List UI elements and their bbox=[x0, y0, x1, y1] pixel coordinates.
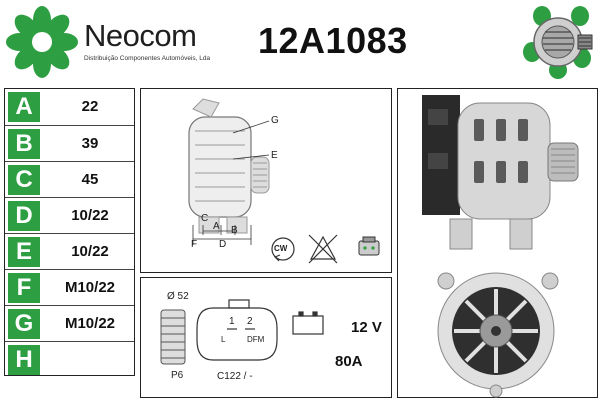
spec-letter: D bbox=[8, 201, 40, 231]
spec-row-f: F M10/22 bbox=[5, 269, 134, 305]
product-photos-panel bbox=[397, 88, 598, 398]
electrical-specs-panel: Ø 52 P6 1 2 L DFM C122 / - 12 V 80A bbox=[140, 277, 392, 398]
spec-row-c: C 45 bbox=[5, 161, 134, 197]
spec-row-a: A 22 bbox=[5, 89, 134, 125]
diagram-label-b: B bbox=[231, 225, 238, 236]
spec-value: M10/22 bbox=[64, 279, 116, 296]
terminal-l: L bbox=[221, 335, 226, 344]
alternator-front-photo bbox=[437, 272, 559, 398]
battery-icon bbox=[292, 311, 324, 335]
spec-row-b: B 39 bbox=[5, 125, 134, 161]
spec-table: A 22 B 39 C 45 D 10/22 E 10/22 F M10/22 … bbox=[4, 88, 135, 376]
diagram-label-d: D bbox=[219, 239, 227, 250]
connector-icon bbox=[358, 236, 380, 256]
spec-row-e: E 10/22 bbox=[5, 233, 134, 269]
spec-letter: A bbox=[8, 92, 40, 122]
spec-letter: B bbox=[8, 129, 40, 159]
rotation-label: CW bbox=[274, 244, 288, 253]
connector-pin-2: 2 bbox=[247, 316, 253, 327]
spec-letter: H bbox=[8, 345, 40, 375]
alternator-sketch bbox=[188, 98, 380, 264]
diagram-label-a: A bbox=[213, 221, 220, 232]
voltage-value: 12 V bbox=[351, 319, 382, 336]
spec-value: 45 bbox=[81, 171, 99, 188]
spec-letter: C bbox=[8, 165, 40, 195]
no-recycle-icon bbox=[308, 234, 338, 264]
part-number: 12A1083 bbox=[258, 20, 408, 61]
brand-name: Neocom bbox=[84, 18, 197, 53]
pulley-type: P6 bbox=[171, 370, 184, 381]
dimension-diagram-panel: G E C A B F D CW bbox=[140, 88, 392, 273]
spec-value: 10/22 bbox=[71, 243, 109, 260]
pulley-diameter: Ø 52 bbox=[167, 291, 189, 302]
spec-letter: G bbox=[8, 309, 40, 339]
spec-value: 39 bbox=[81, 135, 99, 152]
diagram-label-g: G bbox=[271, 115, 279, 126]
brand-tagline: Distribuição Componentes Automóveis, Lda bbox=[84, 55, 211, 62]
spec-row-g: G M10/22 bbox=[5, 305, 134, 341]
spec-value: 22 bbox=[81, 98, 99, 115]
connector-code: C122 / - bbox=[217, 371, 253, 382]
neocom-logo-icon bbox=[6, 6, 78, 78]
diagram-label-f: F bbox=[191, 239, 198, 250]
spec-value: M10/22 bbox=[64, 315, 116, 332]
cw-rotation-icon bbox=[271, 237, 295, 262]
pulley-icon bbox=[160, 309, 186, 365]
spec-row-d: D 10/22 bbox=[5, 197, 134, 233]
spec-row-h: H bbox=[5, 341, 134, 377]
spec-value: 10/22 bbox=[71, 207, 109, 224]
spec-letter: E bbox=[8, 237, 40, 267]
diagram-label-c: C bbox=[201, 213, 209, 224]
alternator-side-photo bbox=[422, 95, 579, 250]
alternator-corner-image bbox=[523, 6, 593, 79]
current-value: 80A bbox=[335, 353, 363, 370]
connector-pin-1: 1 bbox=[229, 316, 235, 327]
spec-value bbox=[45, 342, 135, 378]
terminal-dfm: DFM bbox=[247, 335, 265, 344]
plug-connector-icon bbox=[196, 299, 278, 361]
diagram-label-e: E bbox=[271, 150, 278, 161]
spec-letter: F bbox=[8, 273, 40, 303]
